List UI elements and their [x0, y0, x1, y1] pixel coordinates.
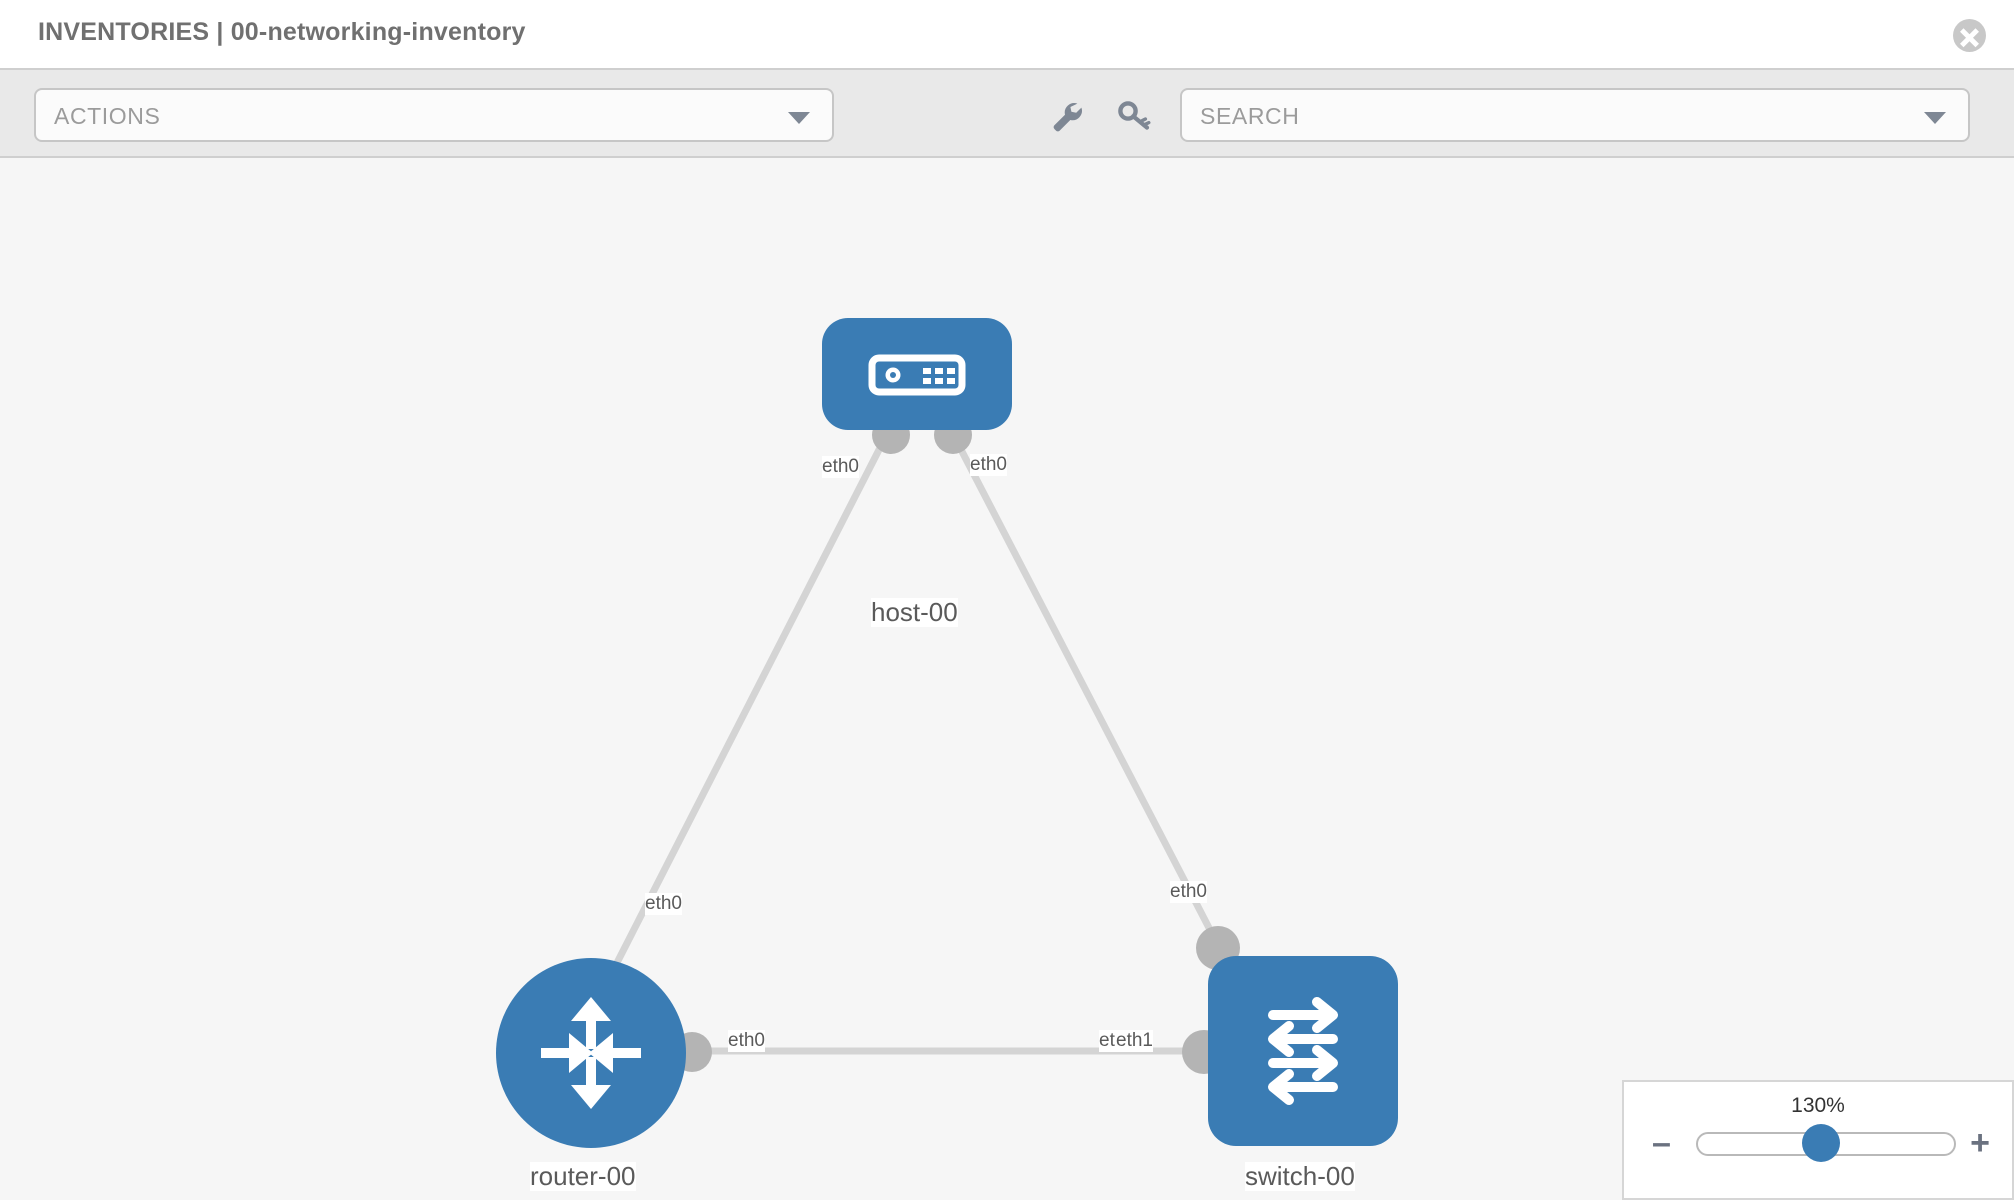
- router-arrows-icon: [541, 997, 641, 1109]
- key-icon[interactable]: [1114, 96, 1154, 136]
- node-switch-00[interactable]: [1208, 956, 1398, 1146]
- node-label-switch-00: switch-00: [1245, 1161, 1355, 1191]
- node-router-00[interactable]: [496, 958, 686, 1148]
- port-label-router-upper: eth0: [645, 893, 682, 915]
- chevron-down-icon[interactable]: [1924, 112, 1946, 124]
- wrench-icon[interactable]: [1046, 96, 1086, 136]
- zoom-control-panel: 130% – +: [1622, 1080, 2014, 1200]
- server-icon: [868, 354, 966, 396]
- port-label-switch-left-front: eth1: [1116, 1030, 1153, 1052]
- topology-canvas[interactable]: host-00 router-00 switch-00 eth0 eth0 et…: [0, 158, 2014, 1200]
- toolbar: ACTIONS SEARCH: [0, 68, 2014, 158]
- close-icon[interactable]: [1953, 19, 1986, 52]
- node-label-host-00: host-00: [871, 597, 958, 627]
- zoom-in-button[interactable]: +: [1970, 1124, 1990, 1162]
- zoom-out-button[interactable]: –: [1652, 1124, 1671, 1162]
- chevron-down-icon: [788, 112, 810, 124]
- port-label-host-left: eth0: [822, 456, 859, 478]
- zoom-slider-thumb[interactable]: [1802, 1124, 1840, 1162]
- topology-edges: [596, 436, 1239, 1055]
- port-label-host-right: eth0: [970, 454, 1007, 476]
- switch-arrows-icon: [1268, 997, 1338, 1105]
- node-label-router-00: router-00: [530, 1161, 636, 1191]
- page-header: INVENTORIES | 00-networking-inventory: [0, 0, 2014, 68]
- actions-dropdown-label: ACTIONS: [54, 103, 161, 129]
- actions-dropdown[interactable]: ACTIONS: [34, 88, 834, 142]
- page-title: INVENTORIES | 00-networking-inventory: [38, 18, 526, 46]
- port-label-router-right: eth0: [728, 1030, 765, 1052]
- zoom-level-value: 130%: [1791, 1094, 1845, 1117]
- port-label-switch-upper: eth0: [1170, 881, 1207, 903]
- search-input[interactable]: SEARCH: [1180, 88, 1970, 142]
- edge-host-router: [596, 436, 889, 998]
- search-placeholder: SEARCH: [1200, 103, 1300, 129]
- node-host-00[interactable]: [822, 318, 1012, 430]
